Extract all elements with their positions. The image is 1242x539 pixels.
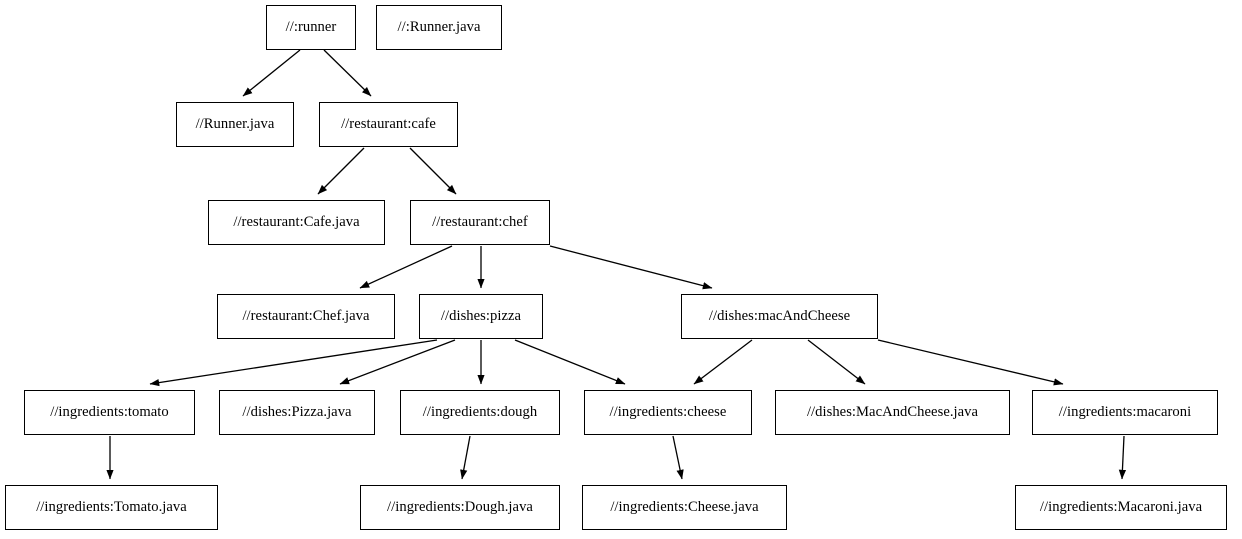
graph-node-label: //restaurant:chef <box>432 214 528 231</box>
graph-node-label: //dishes:Pizza.java <box>242 404 352 421</box>
graph-node-ing_tomato[interactable]: //ingredients:tomato <box>24 390 195 435</box>
graph-node-dishes_pizza_java[interactable]: //dishes:Pizza.java <box>219 390 375 435</box>
graph-node-label: //ingredients:Macaroni.java <box>1039 499 1203 516</box>
graph-node-restaurant_chef_java[interactable]: //restaurant:Chef.java <box>217 294 395 339</box>
graph-node-label: //:runner <box>285 19 337 36</box>
graph-node-label: //dishes:macAndCheese <box>708 308 851 325</box>
graph-node-label: //restaurant:cafe <box>341 116 436 133</box>
graph-node-label: //dishes:MacAndCheese.java <box>806 404 979 421</box>
graph-node-dishes_mac[interactable]: //dishes:macAndCheese <box>681 294 878 339</box>
graph-node-label: //Runner.java <box>195 116 275 133</box>
graph-node-runner[interactable]: //:runner <box>266 5 356 50</box>
graph-node-ing_macaroni[interactable]: //ingredients:macaroni <box>1032 390 1218 435</box>
graph-node-ing_dough_java[interactable]: //ingredients:Dough.java <box>360 485 560 530</box>
graph-node-label: //dishes:pizza <box>440 308 522 325</box>
graph-node-label: //ingredients:cheese <box>609 404 727 421</box>
graph-node-restaurant_cafe[interactable]: //restaurant:cafe <box>319 102 458 147</box>
graph-node-ing_cheese[interactable]: //ingredients:cheese <box>584 390 752 435</box>
graph-node-ing_macaroni_java[interactable]: //ingredients:Macaroni.java <box>1015 485 1227 530</box>
graph-node-ing_tomato_java[interactable]: //ingredients:Tomato.java <box>5 485 218 530</box>
graph-node-label: //ingredients:dough <box>422 404 538 421</box>
graph-node-ing_dough[interactable]: //ingredients:dough <box>400 390 560 435</box>
graph-node-label: //ingredients:Dough.java <box>387 499 533 516</box>
graph-node-label: //ingredients:tomato <box>50 404 169 421</box>
graph-node-runner_java_root[interactable]: //:Runner.java <box>376 5 502 50</box>
graph-node-label: //restaurant:Cafe.java <box>233 214 360 231</box>
graph-node-ing_cheese_java[interactable]: //ingredients:Cheese.java <box>582 485 787 530</box>
graph-node-restaurant_chef[interactable]: //restaurant:chef <box>410 200 550 245</box>
graph-node-label: //ingredients:Tomato.java <box>36 499 187 516</box>
graph-node-restaurant_cafe_java[interactable]: //restaurant:Cafe.java <box>208 200 385 245</box>
graph-node-label: //restaurant:Chef.java <box>242 308 370 325</box>
graph-node-runner_java[interactable]: //Runner.java <box>176 102 294 147</box>
graph-node-dishes_pizza[interactable]: //dishes:pizza <box>419 294 543 339</box>
graph-node-label: //ingredients:Cheese.java <box>610 499 759 516</box>
graph-node-label: //:Runner.java <box>397 19 481 36</box>
graph-node-label: //ingredients:macaroni <box>1058 404 1192 421</box>
graph-node-dishes_mac_java[interactable]: //dishes:MacAndCheese.java <box>775 390 1010 435</box>
